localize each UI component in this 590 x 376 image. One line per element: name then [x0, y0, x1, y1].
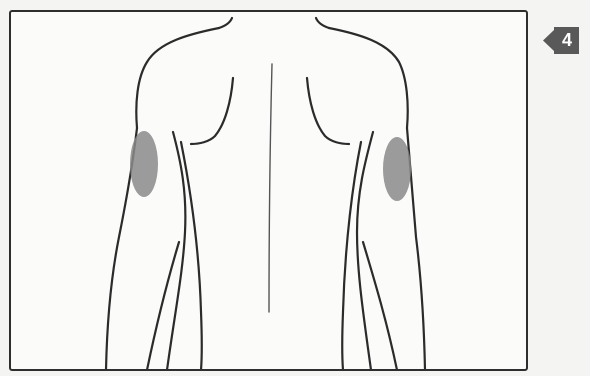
- left-shoulder-blade: [191, 78, 233, 144]
- step-badge: 4: [543, 27, 579, 54]
- back-of-body-illustration: [11, 12, 528, 371]
- left-forearm-crease: [147, 242, 179, 370]
- injection-site-left-arm: [130, 131, 158, 197]
- neck-right-line: [316, 18, 329, 28]
- right-shoulder-blade: [307, 78, 349, 144]
- left-shoulder-outline: [136, 28, 219, 128]
- spine-line: [269, 64, 272, 312]
- illustration-frame: [9, 10, 528, 371]
- neck-left-line: [219, 18, 232, 28]
- injection-site-right-arm: [383, 137, 411, 201]
- torso-left-side: [181, 142, 202, 370]
- right-shoulder-outline: [329, 28, 408, 128]
- step-number: 4: [555, 27, 579, 54]
